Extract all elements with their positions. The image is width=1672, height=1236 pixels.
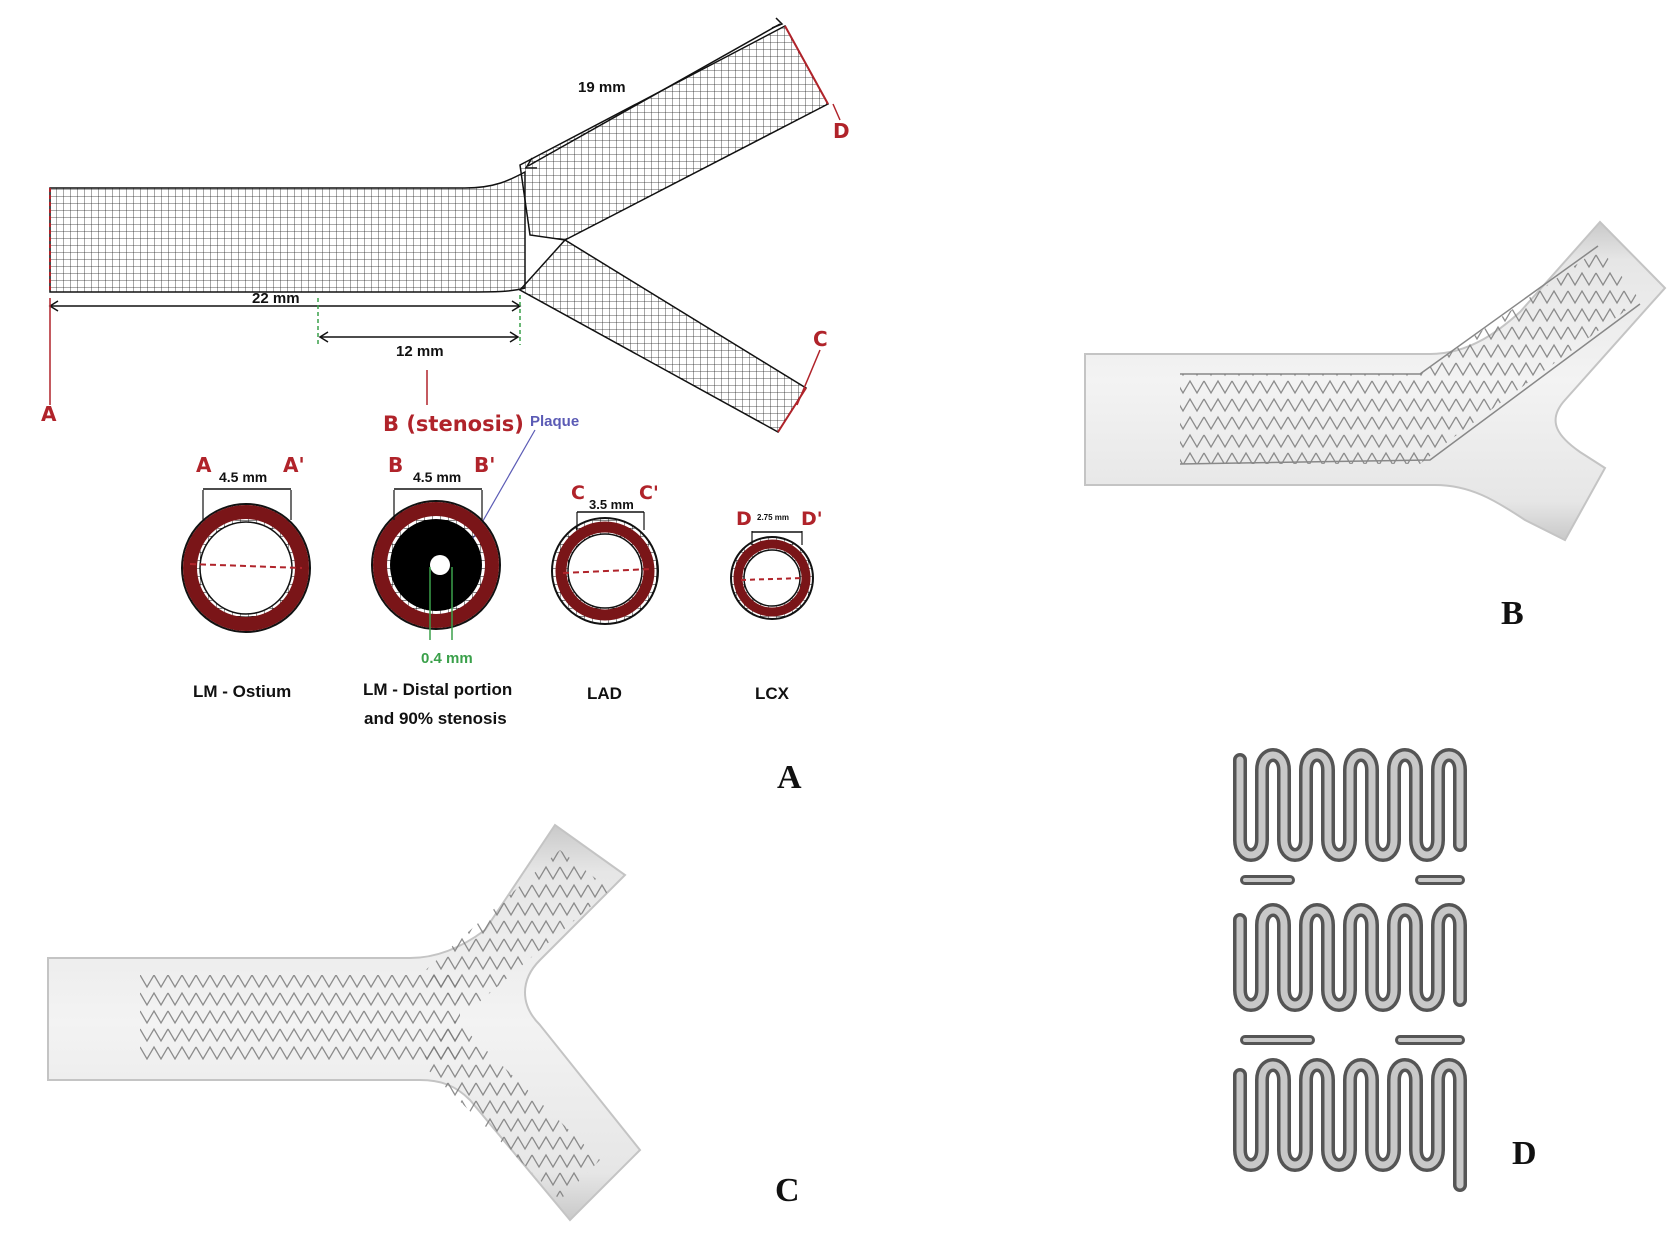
dim-stenosis-length: 12 mm <box>396 343 444 360</box>
panel-label-d: D <box>1512 1135 1537 1172</box>
section-a-diameter: 4.5 mm <box>219 469 267 485</box>
cross-section-a <box>181 488 311 633</box>
cross-section-b <box>371 488 501 640</box>
dimension-lines <box>48 17 841 541</box>
panel-label-a: A <box>777 759 802 796</box>
section-a-left: A <box>196 453 212 477</box>
point-d-label: D <box>833 119 850 143</box>
section-b-caption2: and 90% stenosis <box>364 709 507 728</box>
section-b-left: B <box>388 453 403 477</box>
section-d-caption: LCX <box>755 684 790 703</box>
section-a-right: A' <box>283 453 305 477</box>
section-b-caption: LM - Distal portion <box>363 680 512 699</box>
section-d-left: D <box>736 508 752 530</box>
stent-design-d <box>1233 748 1468 1194</box>
section-b-right: B' <box>474 453 495 477</box>
panel-label-b: B <box>1501 595 1524 632</box>
plaque-label: Plaque <box>530 413 579 430</box>
cross-section-d <box>730 531 814 620</box>
point-c-label: C <box>813 327 828 351</box>
cross-section-c <box>551 511 659 625</box>
section-d-right: D' <box>801 508 823 530</box>
section-d-diameter: 2.75 mm <box>757 513 789 522</box>
section-b-diameter: 4.5 mm <box>413 469 461 485</box>
section-c-caption: LAD <box>587 684 622 703</box>
mesh-geometry <box>49 24 830 433</box>
point-a-label: A <box>41 402 57 426</box>
point-b-label: B (stenosis) <box>383 412 524 436</box>
stent-render-c <box>47 823 642 1222</box>
section-c-left: C <box>571 482 585 504</box>
dim-lm-length: 22 mm <box>252 290 300 307</box>
panel-label-c: C <box>775 1172 800 1209</box>
stent-render-b <box>1084 220 1667 542</box>
section-c-diameter: 3.5 mm <box>589 497 634 512</box>
dim-branch-length: 19 mm <box>578 79 626 96</box>
section-a-caption: LM - Ostium <box>193 682 291 701</box>
section-c-right: C' <box>639 482 659 504</box>
section-b-lumen: 0.4 mm <box>421 650 473 667</box>
